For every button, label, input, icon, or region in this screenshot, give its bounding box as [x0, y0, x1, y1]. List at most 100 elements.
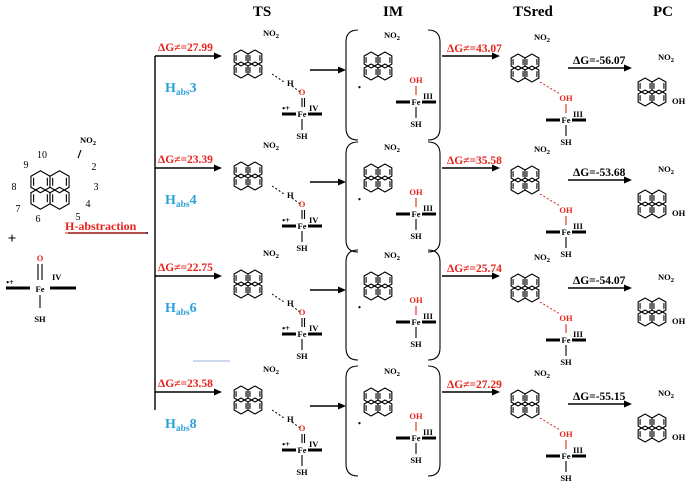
thiol-label: SH	[560, 249, 572, 259]
pathway-habs3: ΔG≠=27.99Habs3NO2HFeIVSHO•+NO2•FeIIISHOH…	[155, 28, 686, 147]
nitropyrene-structure	[30, 170, 70, 210]
header-tsred: TSred	[513, 4, 553, 20]
thiol-label: SH	[560, 137, 572, 147]
dg-ts-2: ΔG≠=22.75	[158, 262, 213, 274]
dg-pc-1: ΔG=-53.68	[573, 167, 626, 179]
iron-label: Fe	[412, 433, 421, 443]
dg-tsred-2: ΔG≠=25.74	[447, 263, 502, 275]
hydroxyl-label: OH	[559, 313, 573, 323]
ring-position-7: 7	[16, 204, 21, 215]
iron-oxidation-label: IV	[309, 215, 319, 225]
branch-arrow-0	[155, 52, 222, 60]
ts-nitro-2: NO2	[263, 248, 279, 260]
thiol-label: SH	[560, 473, 572, 483]
ts-nitro-0: NO2	[263, 28, 279, 40]
pathway-habs8: ΔG≠=23.58Habs8NO2HFeIVSHO•+NO2•FeIIISHOH…	[155, 364, 686, 483]
iron-oxidation-label: III	[573, 445, 584, 455]
ts-pyrene-3	[233, 385, 263, 415]
thiol-label: SH	[410, 455, 422, 465]
arrow-im-tsred-3	[442, 388, 500, 396]
dg-pc-3: ΔG=-55.15	[573, 391, 626, 403]
header-ts: TS	[253, 4, 271, 20]
branch-arrow-2	[155, 272, 222, 280]
iron-label: Fe	[412, 317, 421, 327]
dg-ts-3: ΔG≠=23.58	[158, 378, 213, 390]
dg-ts-0: ΔG≠=27.99	[158, 42, 213, 54]
im-radical-dot-2: •	[358, 302, 361, 312]
tsred-nitro-1: NO2	[534, 144, 550, 156]
ring-position-9: 9	[24, 160, 29, 171]
thiol-label: SH	[296, 351, 308, 361]
dg-tsred-0: ΔG≠=43.07	[447, 43, 502, 55]
compound-i-oxidation: IV	[52, 272, 62, 282]
tsred-pyrene-0	[510, 53, 540, 83]
hydroxyl-label: OH	[409, 187, 423, 197]
pc-hydroxyl-3: OH	[672, 432, 686, 442]
arrow-im-tsred-2	[442, 272, 500, 280]
tsred-nitro-0: NO2	[534, 32, 550, 44]
ts-hydrogen-0: H	[287, 78, 294, 88]
pc-nitro-3: NO2	[658, 388, 674, 400]
ring-position-5: 5	[76, 212, 81, 223]
compound-i-iron: Fe	[36, 284, 45, 294]
compound-i-radical: •+	[6, 277, 14, 287]
iron-label: Fe	[412, 97, 421, 107]
dg-pc-2: ΔG=-54.07	[573, 275, 626, 287]
habs-label-2: Habs6	[165, 301, 197, 318]
tsred-pyrene-2	[510, 273, 540, 303]
im-radical-dot-3: •	[358, 418, 361, 428]
im-nitro-2: NO2	[384, 250, 400, 262]
arrow-ts-im-0	[310, 66, 346, 74]
habs-label-0: Habs3	[165, 81, 197, 98]
pc-nitro-0: NO2	[658, 52, 674, 64]
hydroxyl-label: OH	[559, 93, 573, 103]
pc-hydroxyl-0: OH	[672, 96, 686, 106]
arrow-ts-im-3	[310, 402, 346, 410]
iron-label: Fe	[412, 209, 421, 219]
ts-pyrene-1	[233, 161, 263, 191]
arrow-tsred-pc-3	[568, 400, 632, 408]
ts-pyrene-0	[233, 49, 263, 79]
iron-oxidation-label: III	[573, 221, 584, 231]
ts-nitro-1: NO2	[263, 140, 279, 152]
arrow-im-tsred-0	[442, 52, 500, 60]
im-nitro-0: NO2	[384, 30, 400, 42]
im-nitro-3: NO2	[384, 366, 400, 378]
iron-label: Fe	[562, 335, 571, 345]
ts-hydrogen-3: H	[287, 414, 294, 424]
ring-position-2: 2	[92, 162, 97, 173]
hydroxyl-label: OH	[409, 295, 423, 305]
im-pyrene-1	[363, 163, 393, 193]
ring-position-3: 3	[94, 182, 99, 193]
radical-cation-label: •+	[282, 103, 290, 113]
oxo-label: O	[299, 307, 306, 317]
ring-position-10: 10	[37, 150, 47, 161]
hydroxyl-label: OH	[409, 411, 423, 421]
iron-oxidation-label: III	[573, 109, 584, 119]
branching-arrows: H-abstraction	[65, 56, 156, 410]
oxo-label: O	[299, 423, 306, 433]
pc-nitro-1: NO2	[658, 164, 674, 176]
hydroxyl-label: OH	[409, 75, 423, 85]
ts-nitro-3: NO2	[263, 364, 279, 376]
compound-i-oxo: O	[37, 253, 44, 263]
iron-oxidation-label: IV	[309, 103, 319, 113]
plus-sign: +	[8, 231, 17, 247]
im-pyrene-2	[363, 271, 393, 301]
oxo-label: O	[299, 199, 306, 209]
branch-arrow-3	[155, 388, 222, 396]
iron-label: Fe	[562, 227, 571, 237]
iron-oxidation-label: III	[423, 311, 434, 321]
radical-cation-label: •+	[282, 439, 290, 449]
tsred-nitro-3: NO2	[534, 368, 550, 380]
hydroxyl-label: OH	[559, 429, 573, 439]
tsred-nitro-2: NO2	[534, 252, 550, 264]
